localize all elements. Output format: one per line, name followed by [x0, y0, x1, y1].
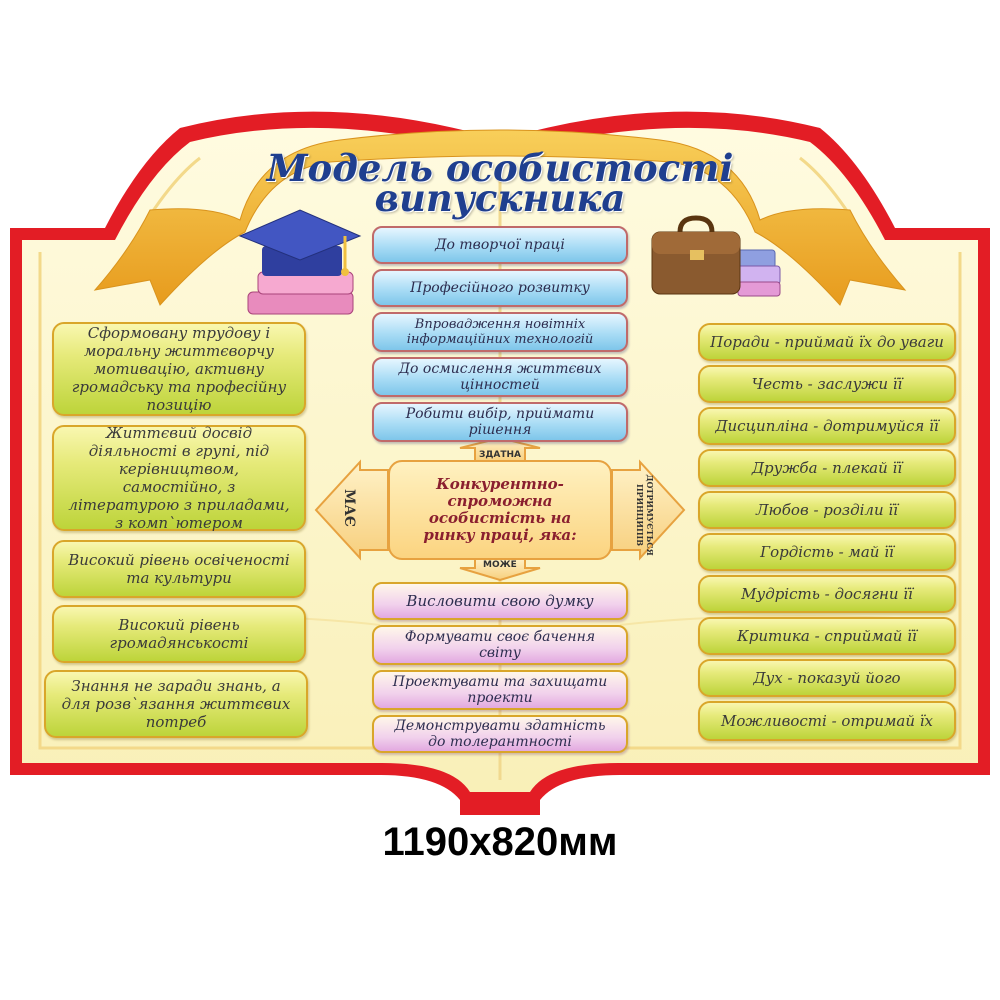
right-item: Дружба - плекай її — [698, 449, 956, 487]
arrow-up — [459, 436, 541, 463]
top-item: Робити вибір, приймати рішення — [372, 402, 628, 442]
right-item: Поради - приймай їх до уваги — [698, 323, 956, 361]
left-item: Життєвий досвід діяльності в групі, під … — [52, 424, 306, 532]
page-title-line2: випускника — [374, 176, 626, 220]
right-item: Честь - заслужи її — [698, 365, 956, 403]
label-top: ЗДАТНА — [479, 450, 522, 460]
label-left: МАЄ — [341, 488, 358, 528]
right-item: Можливості - отримай їх — [698, 701, 956, 741]
bottom-item: Проектувати та захищати проекти — [372, 670, 628, 710]
graduation-cap-icon — [238, 209, 362, 315]
arrow-left — [314, 459, 389, 561]
left-item: Високий рівень освіченості та культури — [52, 540, 306, 598]
left-item: Високий рівень громадянськості — [52, 605, 306, 663]
bottom-item: Формувати своє бачення світу — [372, 625, 628, 665]
bottom-item: Демонструвати здатність до толерантності — [372, 715, 628, 753]
top-item: Впровадження новітніх інформаційних техн… — [372, 312, 628, 352]
right-item: Любов - розділи її — [698, 491, 956, 529]
label-bottom: МОЖЕ — [483, 560, 517, 570]
right-item: Дисципліна - дотримуйся її — [698, 407, 956, 445]
briefcase-icon — [651, 215, 781, 297]
center-text: Конкурентно-спроможна особистість на рин… — [423, 475, 577, 544]
center-statement: Конкурентно-спроможна особистість на рин… — [388, 460, 612, 560]
page-title-line1: Модель особистості — [266, 146, 734, 190]
right-item: Дух - показуй його — [698, 659, 956, 697]
top-item: Професійного розвитку — [372, 269, 628, 307]
top-item: До творчої праці — [372, 226, 628, 264]
top-item: До осмислення життєвих цінностей — [372, 357, 628, 397]
left-item: Сформовану трудову і моральну життєворчу… — [52, 322, 306, 416]
bottom-item: Висловити свою думку — [372, 582, 628, 620]
size-caption: 1190x820мм — [382, 820, 618, 864]
right-item: Мудрість - досягни її — [698, 575, 956, 613]
label-right: ДОТРИМУЄТЬСЯ ПРИНЦИПІВ — [635, 474, 655, 556]
title-ribbon — [93, 129, 907, 306]
right-item: Гордість - май її — [698, 533, 956, 571]
left-item: Знання не заради знань, а для розв`язанн… — [44, 670, 308, 738]
arrow-right — [611, 459, 686, 561]
right-item: Критика - сприймай її — [698, 617, 956, 655]
